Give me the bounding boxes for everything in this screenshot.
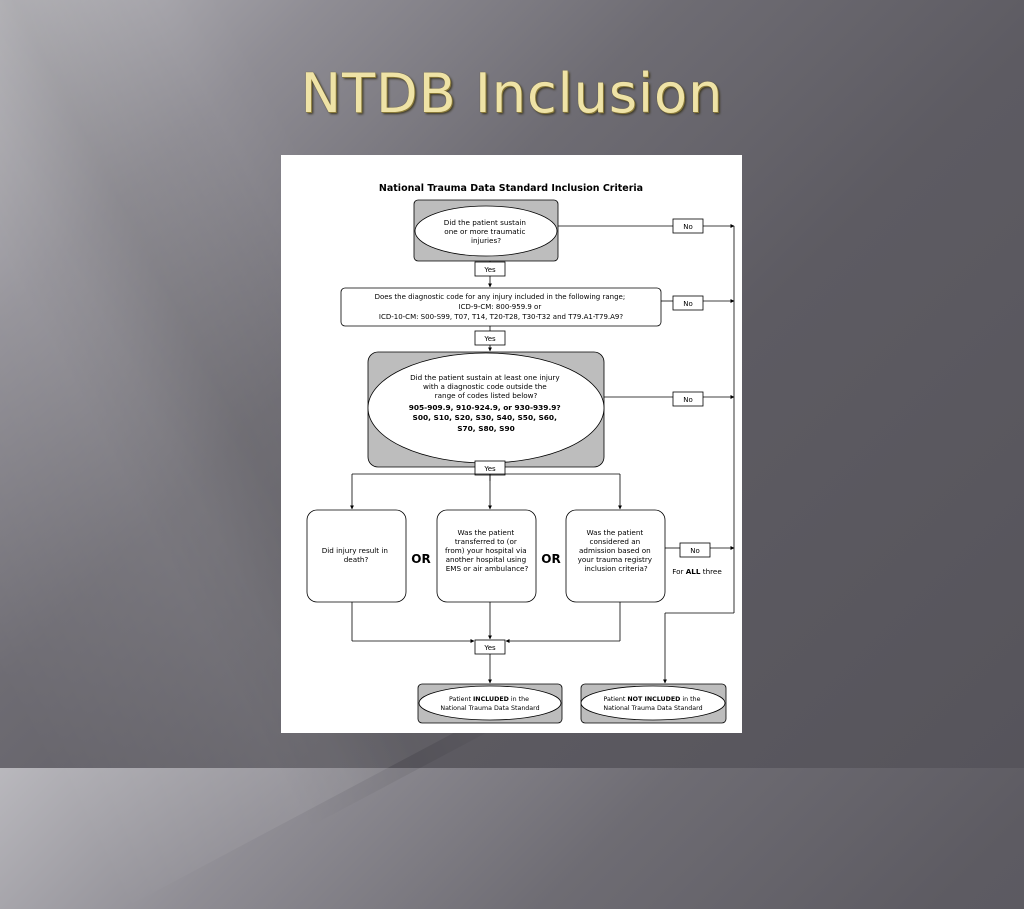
q1-text: Did the patient sustain one or more trau… [444, 218, 528, 245]
no-label-1 [672, 218, 704, 234]
q3-text: Did the patient sustain at least one inj… [410, 373, 562, 400]
admission-text: Was the patient considered an admission … [578, 528, 655, 573]
yes-text-3: Yes [483, 465, 496, 473]
or-label-1: OR [411, 552, 430, 566]
admission-box [565, 509, 666, 603]
transfer-box [436, 509, 537, 603]
flowchart-title: National Trauma Data Standard Inclusion … [379, 183, 643, 194]
no-label-4 [679, 542, 711, 558]
included-text: Patient INCLUDED in the National Trauma … [440, 696, 539, 712]
or-label-2: OR [541, 552, 560, 566]
no-text-2: No [683, 300, 693, 308]
not-included-text: Patient NOT INCLUDED in the National Tra… [603, 696, 702, 712]
for-all-three: For ALL three [672, 567, 722, 576]
transfer-text: Was the patient transferred to (or from)… [445, 528, 529, 573]
no-text-4: No [690, 547, 700, 555]
no-label-2 [672, 295, 704, 311]
not-included-ellipse [580, 685, 726, 721]
q2-text: Does the diagnostic code for any injury … [375, 293, 628, 321]
included-ellipse [418, 685, 562, 721]
no-label-3 [672, 391, 704, 407]
no-text-1: No [683, 223, 693, 231]
slide-title: NTDB Inclusion [300, 62, 724, 125]
q1-ellipse [414, 205, 558, 257]
yes-text-2: Yes [483, 335, 496, 343]
inclusion-criteria-flowchart: National Trauma Data Standard Inclusion … [281, 155, 742, 733]
no-text-3: No [683, 396, 693, 404]
yes-text-4: Yes [483, 644, 496, 652]
yes-text-1: Yes [483, 266, 496, 274]
q3-codes: 905-909.9, 910-924.9, or 930-939.9? S00,… [409, 403, 564, 433]
q2-box [340, 287, 662, 327]
death-box [306, 509, 407, 603]
death-text: Did injury result in death? [322, 546, 390, 564]
